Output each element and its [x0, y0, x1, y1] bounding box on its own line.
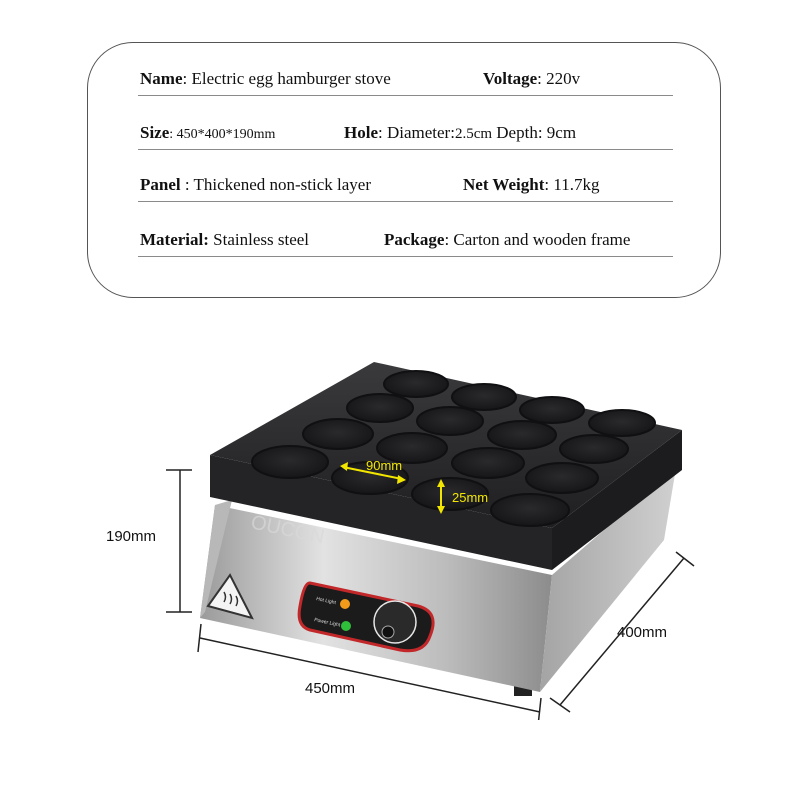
plate-front-side: [210, 455, 552, 570]
spec-package: Package: Carton and wooden frame: [384, 230, 631, 249]
spec-row-size: Size: 450*400*190mm Hole: Diameter:2.5cm…: [138, 119, 673, 150]
plate-right-side: [552, 430, 682, 570]
control-panel: Hot Light Power Light: [297, 581, 435, 653]
spec-size: Size: 450*400*190mm: [140, 123, 276, 142]
depth-label: 400mm: [617, 624, 668, 641]
power-light-indicator: [341, 621, 351, 631]
spec-voltage: Voltage: 220v: [483, 69, 581, 88]
cup-grid: [251, 370, 656, 527]
width-dimension-line: [197, 623, 542, 720]
spec-hole: Hole: Diameter:2.5cm Depth: 9cm: [344, 123, 577, 142]
temperature-dial[interactable]: [373, 600, 417, 644]
spec-row-material: Material: Stainless steel Package: Carto…: [138, 226, 673, 257]
hot-light-indicator: [340, 599, 350, 609]
power-light-label: Power Light: [314, 617, 342, 628]
heat-warning-icon: [206, 573, 254, 620]
cup-dimension-arrows: [340, 462, 445, 514]
height-label: 190mm: [106, 528, 157, 545]
product-photo: 90mm 25mm OUCON Hot Light Power Light: [166, 362, 695, 720]
spec-net-weight: Net Weight: 11.7kg: [463, 175, 600, 194]
spec-row-name: Name: Electric egg hamburger stove Volta…: [138, 65, 673, 96]
spec-name: Name: Electric egg hamburger stove: [140, 69, 391, 88]
spec-material: Material: Stainless steel: [140, 230, 310, 249]
depth-dimension-line: [549, 551, 695, 713]
base-left-edge: [200, 500, 232, 618]
hot-light-label: Hot Light: [316, 596, 337, 606]
height-dimension-line: [166, 469, 192, 613]
cup-depth-label: 25mm: [452, 490, 488, 505]
spec-card: Name: Electric egg hamburger stove Volta…: [87, 42, 721, 298]
spec-row-panel: Panel : Thickened non-stick layer Net We…: [138, 171, 673, 202]
base-side: [540, 468, 676, 692]
cup-width-label: 90mm: [366, 458, 402, 473]
width-label: 450mm: [305, 680, 356, 697]
spec-panel: Panel : Thickened non-stick layer: [140, 175, 372, 194]
